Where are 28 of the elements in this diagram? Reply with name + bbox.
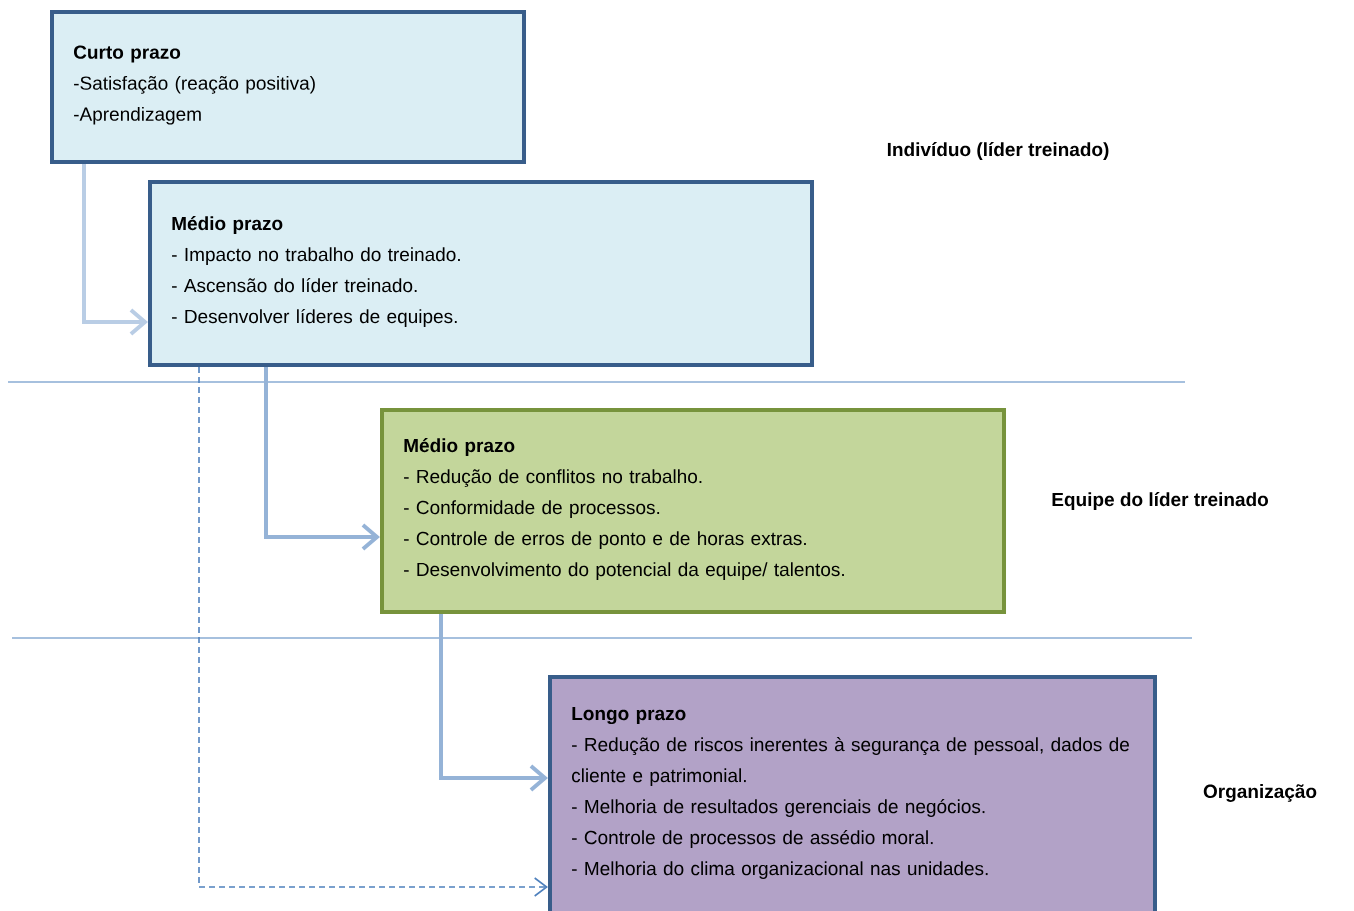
bullet-text: - Melhoria do clima organizacional nas unidades. xyxy=(572,861,988,879)
bullet-text: -Aprendizagem xyxy=(74,106,201,125)
process-box xyxy=(148,180,814,367)
bullet-text: - Ascensão do líder treinado. xyxy=(172,278,417,293)
bullet-text: - Desenvolver líderes de equipes. xyxy=(172,309,457,327)
bullet-text: - Controle de processos de assédio moral. xyxy=(572,830,933,848)
box-heading: Curto prazo xyxy=(74,45,181,63)
arrow xyxy=(198,366,548,897)
bullet-text: - Redução de conflitos no trabalho. xyxy=(404,469,702,488)
bullet-text: -Satisfação (reação positiva) xyxy=(74,75,315,94)
box-heading: Médio prazo xyxy=(172,216,283,234)
bullet-text: - Impacto no trabalho do treinado. xyxy=(172,247,460,265)
box-heading: Médio prazo xyxy=(404,438,515,456)
bullet-text: - Controle de erros de ponto e de horas extras. xyxy=(404,531,806,549)
process-box xyxy=(548,675,1157,911)
arrow xyxy=(264,367,380,551)
arrow xyxy=(439,614,548,792)
level-label: Organização xyxy=(1203,784,1317,802)
arrow xyxy=(82,164,148,336)
bullet-text: - Desenvolvimento do potencial da equipe/ talentos. xyxy=(404,562,844,580)
level-label: Indivíduo (líder treinado) xyxy=(887,142,1109,160)
process-box xyxy=(380,408,1006,614)
process-box xyxy=(50,10,526,164)
bullet-text: - Conformidade de processos. xyxy=(404,500,660,518)
level-label: Equipe do líder treinado xyxy=(1052,492,1268,510)
bullet-text: - Melhoria de resultados gerenciais de negócios. xyxy=(572,799,985,817)
box-heading: Longo prazo xyxy=(572,707,686,725)
bullet-text: - Redução de riscos inerentes à segurança de pessoal, dados de cliente e patrimonial. xyxy=(572,737,1129,786)
